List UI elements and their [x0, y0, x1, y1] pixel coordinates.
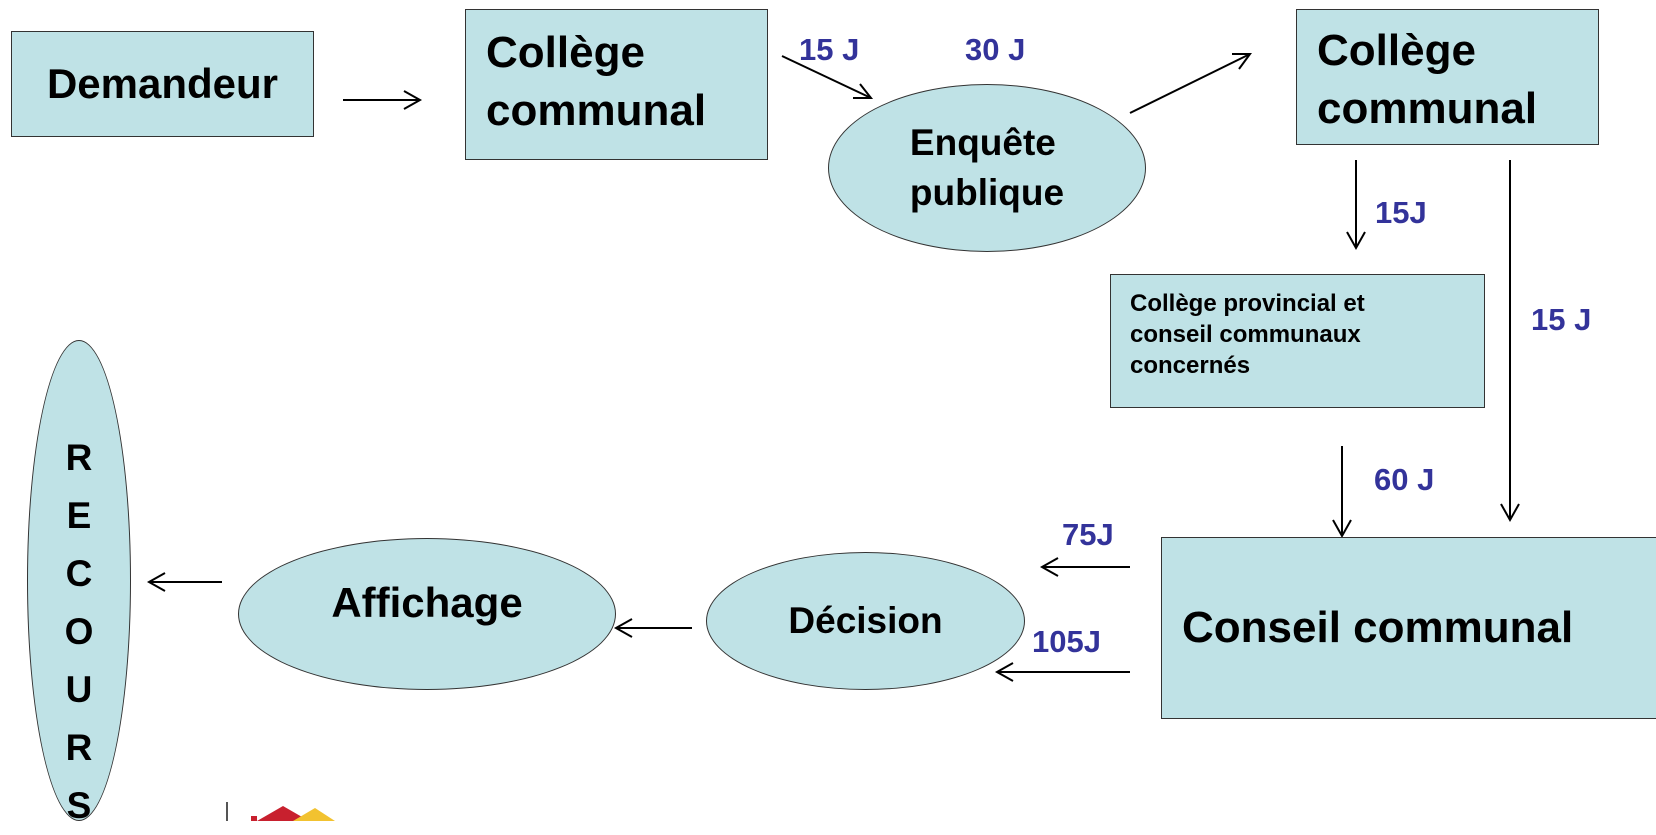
affichage-ellipse: Affichage — [238, 538, 616, 690]
enquete-publique-label: Enquête publique — [909, 122, 1065, 213]
decision-label: Décision — [788, 600, 943, 641]
recours-label: R E C O U R S — [64, 437, 94, 826]
arrowhead — [1232, 53, 1252, 70]
conseil-communal-label: Conseil communal — [1182, 603, 1574, 652]
college-provincial-label: Collège provincial et conseil communaux … — [1130, 290, 1365, 379]
college-communal-label-1: Collège communal — [486, 28, 707, 135]
arrowhead — [1332, 519, 1352, 539]
enquete-publique-ellipse: Enquête publique — [828, 84, 1146, 252]
affichage-label: Affichage — [331, 579, 523, 626]
college-provincial-box: Collège provincial et conseil communaux … — [1110, 274, 1485, 408]
delay-label-30j: 30 J — [965, 32, 1026, 67]
arrowhead — [994, 662, 1014, 682]
decision-ellipse: Décision — [706, 552, 1025, 690]
arrowhead — [853, 83, 874, 99]
arrowhead — [1039, 557, 1059, 577]
demandeur-label: Demandeur — [46, 60, 279, 107]
arrowhead — [146, 572, 166, 592]
arrowhead — [1346, 231, 1366, 251]
college-communal-label-2: Collège communal — [1317, 26, 1538, 133]
college-communal-box-2: Collège communal — [1296, 9, 1599, 145]
arrow-enquete-college2 — [1129, 53, 1251, 114]
arrowhead — [1500, 503, 1520, 523]
arrow-college-enquete — [781, 55, 872, 99]
recours-ellipse: R E C O U R S — [27, 340, 131, 826]
conseil-communal-box: Conseil communal — [1161, 537, 1656, 719]
arrowhead — [613, 618, 633, 638]
delay-label-15j-a: 15 J — [799, 32, 860, 67]
delay-label-60j: 60 J — [1374, 462, 1435, 497]
delay-label-15j-b: 15J — [1375, 195, 1427, 230]
delay-label-75j: 75J — [1062, 517, 1114, 552]
college-communal-box-1: Collège communal — [465, 9, 768, 160]
logo — [226, 802, 335, 821]
arrowhead — [403, 90, 423, 110]
delay-label-15j-c: 15 J — [1531, 302, 1592, 337]
demandeur-box: Demandeur — [11, 31, 314, 137]
delay-label-105j: 105J — [1032, 624, 1101, 659]
